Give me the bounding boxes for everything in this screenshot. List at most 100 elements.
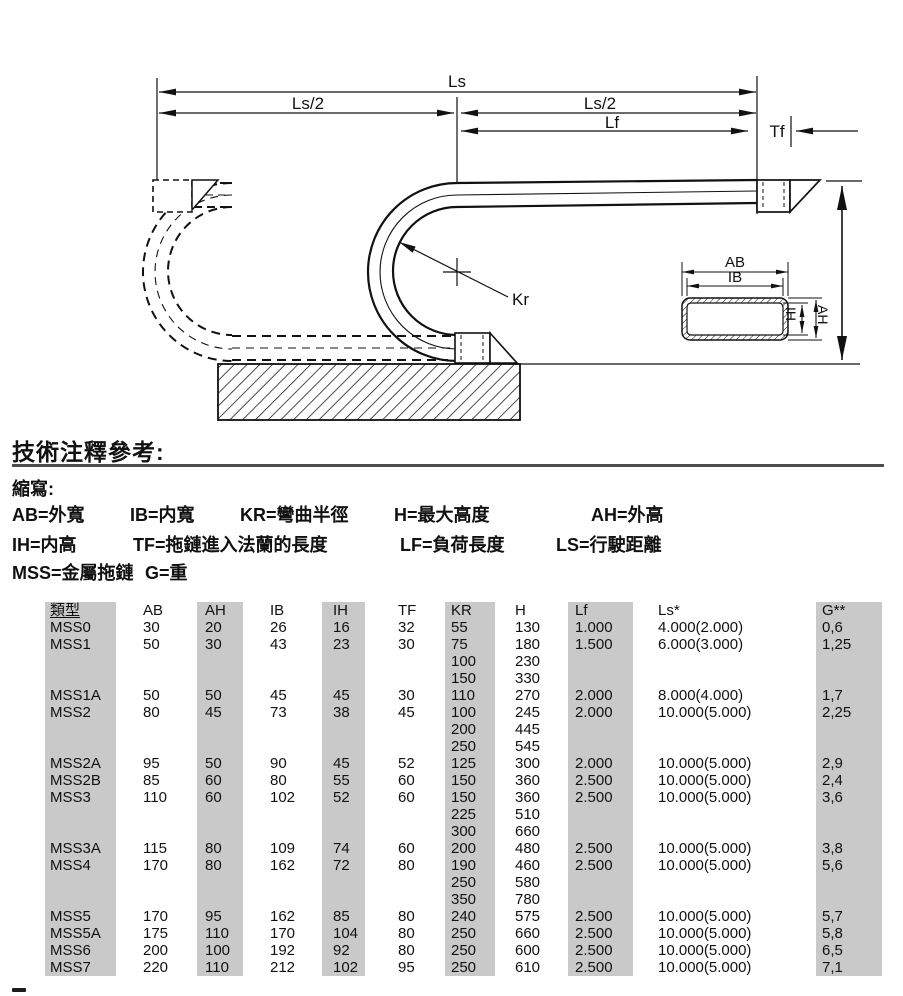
table-cell: 6.000(3.000): [658, 636, 744, 653]
table-cell: [322, 891, 365, 908]
table-cell: [816, 891, 882, 908]
table-cell: [568, 891, 633, 908]
table-cell: MSS1: [45, 636, 116, 653]
abbreviation: LS=行駛距離: [556, 535, 662, 555]
table-cell: 73: [270, 704, 287, 721]
table-cell: 4.000(2.000): [658, 619, 744, 636]
table-cell: MSS1A: [45, 687, 116, 704]
table-cell: MSS3A: [45, 840, 116, 857]
mounting-base: [217, 363, 521, 421]
table-cell: 0,6: [816, 619, 882, 636]
section-heading: 技術注釋參考:: [12, 439, 165, 465]
table-cell: 52: [322, 789, 365, 806]
table-cell: 10.000(5.000): [658, 857, 752, 874]
table-cell: MSS3: [45, 789, 116, 806]
table-cell: 2.500: [568, 772, 633, 789]
table-cell: 110: [445, 687, 495, 704]
table-cell: MSS0: [45, 619, 116, 636]
table-cell: 250: [445, 738, 495, 755]
abbreviation-line-1: AB=外寬 IB=内寬 KR=彎曲半徑 H=最大高度 AH=外高: [0, 501, 903, 525]
table-cell: [322, 823, 365, 840]
table-cell: 3,8: [816, 840, 882, 857]
table-cell: [197, 874, 243, 891]
table-header-cell: Lf: [568, 602, 633, 619]
dim-label-ah: AH: [815, 305, 831, 324]
abbreviation-line-2: IH=内高 TF=拖鏈進入法蘭的長度 LF=負荷長度 LS=行駛距離: [0, 531, 903, 555]
table-cell: [45, 806, 116, 823]
table-cell: [633, 738, 816, 755]
table-cell: [365, 891, 445, 908]
table-cell: 10.000(5.000): [658, 772, 752, 789]
table-cell: 575: [515, 908, 541, 925]
table-cell: 2.500: [568, 925, 633, 942]
table-cell: 200: [445, 840, 495, 857]
table-cell: 545: [515, 738, 541, 755]
table-cell: 2.500: [568, 789, 633, 806]
table-cell: 90: [270, 755, 287, 772]
table-cell: [45, 823, 116, 840]
table-cell: 6,5: [816, 942, 882, 959]
table-cell: 100: [445, 653, 495, 670]
table-cell: 45: [270, 687, 287, 704]
dim-label-lf: Lf: [605, 113, 619, 132]
table-cell: [45, 653, 116, 670]
abbreviation: IB=内寬: [130, 505, 195, 525]
abbreviation: TF=拖鏈進入法蘭的長度: [133, 535, 328, 555]
table-cell: [322, 653, 365, 670]
table-cell: [568, 874, 633, 891]
table-cell: 55: [445, 619, 495, 636]
table-cell: 100: [197, 942, 243, 959]
table-cell: [243, 874, 322, 891]
table-cell: 2.000: [568, 687, 633, 704]
dim-label-ib: IB: [728, 269, 742, 286]
table-cell: 180: [515, 636, 541, 653]
table-cell: [365, 653, 445, 670]
table-cell: 8.000(4.000): [658, 687, 744, 704]
table-cell: [116, 721, 197, 738]
abbreviation: MSS=金屬拖鏈: [12, 563, 134, 583]
table-cell: [633, 823, 816, 840]
table-cell: 5,8: [816, 925, 882, 942]
table-cell: [243, 721, 322, 738]
table-cell: 80: [398, 857, 415, 874]
table-cell: 190: [445, 857, 495, 874]
table-cell: 250: [445, 942, 495, 959]
table-cell: 360: [515, 789, 541, 806]
table-cell: 170: [270, 925, 296, 942]
table-cell: 109: [270, 840, 296, 857]
table-cell: [116, 653, 197, 670]
table-cell: 230: [515, 653, 541, 670]
table-cell: MSS2: [45, 704, 116, 721]
table-cell: 85: [143, 772, 160, 789]
table-cell: 26: [270, 619, 287, 636]
table-cell: [816, 653, 882, 670]
table-cell: 2.500: [568, 840, 633, 857]
table-cell: 460: [515, 857, 541, 874]
abbreviation: AB=外寬: [12, 505, 85, 525]
table-cell: 75: [445, 636, 495, 653]
table-cell: 5,6: [816, 857, 882, 874]
table-cell: [568, 738, 633, 755]
table-cell: [197, 721, 243, 738]
table-cell: [322, 670, 365, 687]
table-header-cell: 類型: [45, 602, 116, 619]
table-cell: MSS2B: [45, 772, 116, 789]
table-header-cell: H: [515, 602, 526, 619]
table-cell: 2.000: [568, 704, 633, 721]
table-cell: [243, 806, 322, 823]
table-cell: 150: [445, 772, 495, 789]
abbreviation: LF=負荷長度: [400, 535, 505, 555]
table-cell: 270: [515, 687, 541, 704]
table-cell: 240: [445, 908, 495, 925]
table-cell: 60: [398, 840, 415, 857]
abbreviation: IH=内高: [12, 535, 77, 555]
table-cell: [116, 823, 197, 840]
table-cell: 225: [445, 806, 495, 823]
table-cell: MSS6: [45, 942, 116, 959]
chain-upper-run: [456, 178, 758, 209]
table-cell: 175: [143, 925, 169, 942]
table-cell: [45, 670, 116, 687]
table-cell: 445: [515, 721, 541, 738]
table-cell: 85: [322, 908, 365, 925]
